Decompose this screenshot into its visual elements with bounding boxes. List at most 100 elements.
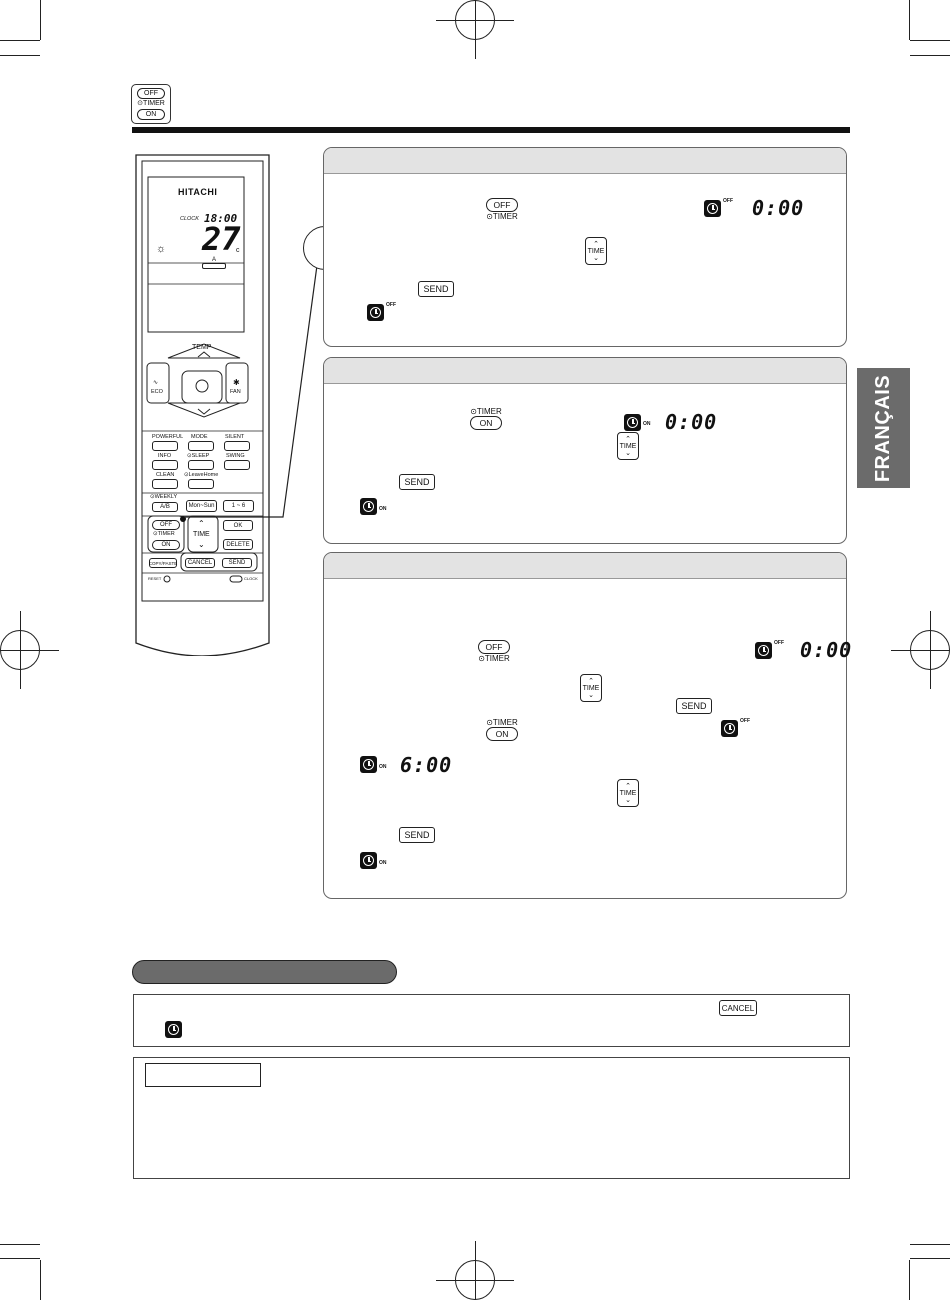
off-timer-button: OFF ⊙TIMER xyxy=(478,640,510,663)
crop-mark xyxy=(40,1260,42,1300)
crop-mark xyxy=(910,40,950,42)
send-button[interactable]: SEND xyxy=(418,281,454,297)
delete-button[interactable]: DELETE xyxy=(223,539,253,550)
timer-label: ⊙TIMER xyxy=(486,718,518,727)
off-timer-button: OFF ⊙TIMER xyxy=(486,198,518,221)
clock-label: CLOCK xyxy=(180,216,199,222)
clean-button[interactable] xyxy=(152,479,178,489)
crop-mark xyxy=(909,1260,911,1300)
chevron-up-icon: ⌃ xyxy=(588,677,594,685)
crop-mark xyxy=(909,0,911,40)
on-label: ON xyxy=(137,109,165,120)
timer-label: ⊙TIMER xyxy=(470,407,502,416)
chevron-down-icon: ⌄ xyxy=(625,796,631,804)
on-indicator: ON xyxy=(379,860,387,866)
off-indicator: OFF xyxy=(774,640,784,646)
panel-on-timer xyxy=(323,357,847,544)
panel-off-on-timer xyxy=(323,552,847,899)
clean-label: CLEAN xyxy=(156,472,175,478)
swing-button[interactable] xyxy=(224,460,250,470)
send-button[interactable]: SEND xyxy=(399,474,435,490)
temp-label: TEMP xyxy=(192,344,212,351)
time-button[interactable]: ⌃TIME⌄ xyxy=(617,779,639,807)
on-indicator: ON xyxy=(379,506,387,512)
ab-button[interactable]: A/B xyxy=(152,502,178,512)
info-label: INFO xyxy=(158,453,172,459)
clock-icon xyxy=(360,756,377,773)
timer-label: ⊙TIMER xyxy=(486,212,518,221)
off-button[interactable]: OFF xyxy=(478,640,510,654)
sleep-label: ⊙SLEEP xyxy=(187,453,210,459)
cancel-button[interactable]: CANCEL xyxy=(719,1000,757,1016)
time-label: TIME xyxy=(619,442,637,450)
crop-mark xyxy=(910,1258,950,1260)
off-button[interactable]: OFF xyxy=(486,198,518,212)
remote-time-button[interactable]: TIME xyxy=(193,531,210,538)
temp-unit: c xyxy=(236,247,240,254)
registration-mark xyxy=(436,0,514,59)
remote-send-button[interactable]: SEND xyxy=(222,558,252,568)
clock-button-label: CLOCK xyxy=(244,576,258,581)
leave-home-label: ⊙LeaveHome xyxy=(184,472,219,478)
timer-label: ⊙TIMER xyxy=(478,654,510,663)
panel-header xyxy=(324,148,846,174)
sleep-button[interactable] xyxy=(188,460,214,470)
section-pill xyxy=(132,960,397,984)
panel-header xyxy=(324,358,846,384)
off-label: OFF xyxy=(137,88,165,99)
time-button[interactable]: ⌃TIME⌄ xyxy=(580,674,602,702)
chevron-down-icon: ⌄ xyxy=(198,540,205,549)
info-button[interactable] xyxy=(152,460,178,470)
on-indicator: ON xyxy=(643,421,651,427)
chevron-down-icon: ⌄ xyxy=(588,691,594,699)
crop-mark xyxy=(40,0,42,40)
fan-speed-icon xyxy=(202,263,226,269)
timer-button-icon: OFF ⊙TIMER ON xyxy=(131,84,171,124)
time-button[interactable]: ⌃TIME⌄ xyxy=(585,237,607,265)
one-six-button[interactable]: 1 ~ 6 xyxy=(223,500,254,512)
mode-button[interactable] xyxy=(188,441,214,451)
leave-home-button[interactable] xyxy=(188,479,214,489)
off-indicator: OFF xyxy=(386,302,396,308)
language-tab-label: FRANÇAIS xyxy=(872,374,894,482)
send-button[interactable]: SEND xyxy=(676,698,712,714)
clock-icon xyxy=(360,852,377,869)
brand-logo: HITACHI xyxy=(178,187,218,197)
crop-mark xyxy=(0,1258,40,1260)
clock-icon xyxy=(755,642,772,659)
timer-label: ⊙TIMER xyxy=(137,100,165,107)
panel-header xyxy=(324,553,846,579)
time-label: TIME xyxy=(587,247,605,255)
remote-timer-label: ⊙TIMER xyxy=(153,531,175,537)
crop-mark xyxy=(0,1244,40,1246)
clock-icon xyxy=(704,200,721,217)
weekly-label: ⊙WEEKLY xyxy=(150,494,178,500)
time-button[interactable]: ⌃TIME⌄ xyxy=(617,432,639,460)
lcd-time-display: 0:00 xyxy=(752,196,805,220)
copy-paste-button[interactable]: COPY/PASTE xyxy=(149,558,177,568)
header-rule xyxy=(132,127,850,133)
silent-button[interactable] xyxy=(224,441,250,451)
ok-button[interactable]: OK xyxy=(223,520,253,531)
off-indicator: OFF xyxy=(740,718,750,724)
powerful-button[interactable] xyxy=(152,441,178,451)
clock-icon xyxy=(367,304,384,321)
auto-mode-indicator: A xyxy=(212,257,217,263)
chevron-up-icon: ⌃ xyxy=(198,519,205,528)
crop-mark xyxy=(910,1244,950,1246)
off-indicator: OFF xyxy=(723,198,733,204)
mon-sun-button[interactable]: Mon~Sun xyxy=(186,500,217,512)
send-button[interactable]: SEND xyxy=(399,827,435,843)
eco-icon: ∿ xyxy=(153,380,159,386)
on-button[interactable]: ON xyxy=(486,727,518,741)
remote-off-button[interactable]: OFF xyxy=(152,520,180,530)
clock-icon xyxy=(721,720,738,737)
language-tab[interactable]: FRANÇAIS xyxy=(857,368,910,488)
note-box xyxy=(133,1057,850,1179)
chevron-up-icon: ⌃ xyxy=(625,782,631,790)
remote-cancel-button[interactable]: CANCEL xyxy=(185,558,215,568)
remote-on-button[interactable]: ON xyxy=(152,540,180,550)
clock-icon xyxy=(165,1021,182,1038)
on-button[interactable]: ON xyxy=(470,416,502,430)
